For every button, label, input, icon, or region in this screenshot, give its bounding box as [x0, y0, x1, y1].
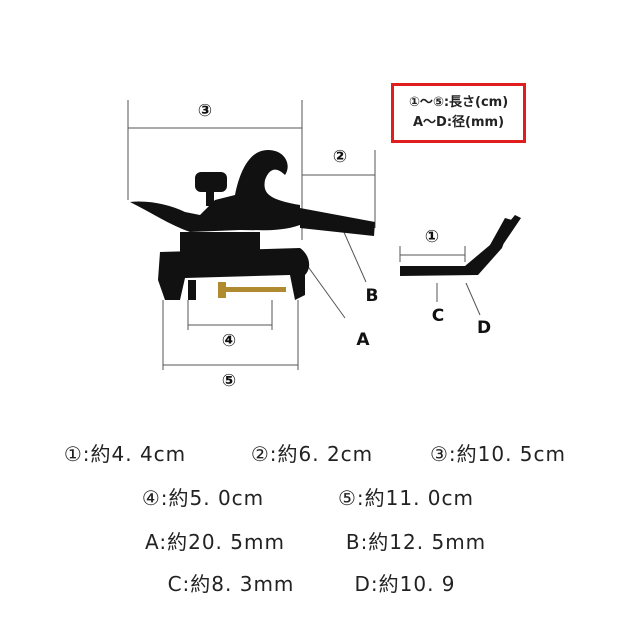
spec-4: ④:約5. 0cm: [141, 486, 265, 510]
spec-a: A:約20. 5mm: [145, 530, 285, 554]
diameter-label-a: A: [356, 330, 370, 350]
dimension-label-3: ③: [197, 101, 213, 121]
diameter-label-d: D: [476, 318, 492, 338]
legend-length: ①〜⑤:長さ(cm): [408, 95, 509, 110]
dimension-label-1: ①: [424, 227, 440, 247]
legend-diameter: A〜D:径(mm): [412, 115, 505, 130]
diameter-label-c: C: [431, 306, 445, 326]
diameter-label-b: B: [365, 286, 379, 306]
dimension-label-2: ②: [332, 147, 348, 167]
spec-b: B:約12. 5mm: [345, 530, 487, 554]
dimension-lines: [127, 100, 481, 370]
spec-d: D:約10. 9: [354, 572, 456, 596]
spec-1: ①:約4. 4cm: [63, 442, 187, 466]
legend-box: ①〜⑤:長さ(cm) A〜D:径(mm): [391, 83, 526, 143]
rod-holder-image: [130, 150, 521, 300]
spec-3: ③:約10. 5cm: [429, 442, 567, 466]
spec-c: C:約8. 3mm: [167, 572, 295, 596]
dimension-label-4: ④: [221, 331, 237, 351]
spec-5: ⑤:約11. 0cm: [337, 486, 475, 510]
spec-2: ②:約6. 2cm: [250, 442, 374, 466]
dimension-label-5: ⑤: [221, 371, 237, 391]
